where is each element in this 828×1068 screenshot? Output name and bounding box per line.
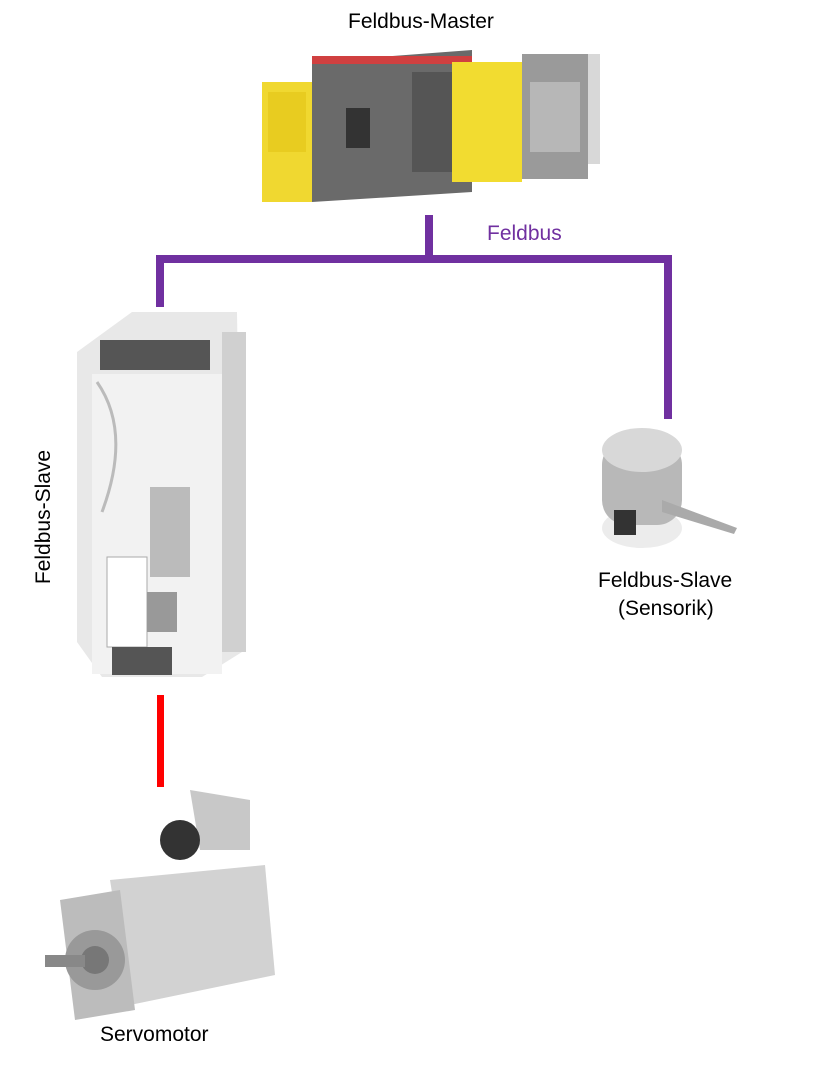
plc-master-image <box>262 50 600 202</box>
master-label: Feldbus-Master <box>348 10 494 33</box>
motor-label: Servomotor <box>100 1023 209 1046</box>
bus-label: Feldbus <box>487 222 562 245</box>
sensor-slave-label-line1: Feldbus-Slave <box>598 569 733 592</box>
sensor-image <box>602 428 737 548</box>
servomotor-image <box>45 790 275 1020</box>
servo-drive-image <box>77 312 246 677</box>
power-cable-line <box>157 695 164 787</box>
sensor-slave-label-line2: (Sensorik) <box>618 597 714 620</box>
feldbus-line <box>156 215 672 419</box>
